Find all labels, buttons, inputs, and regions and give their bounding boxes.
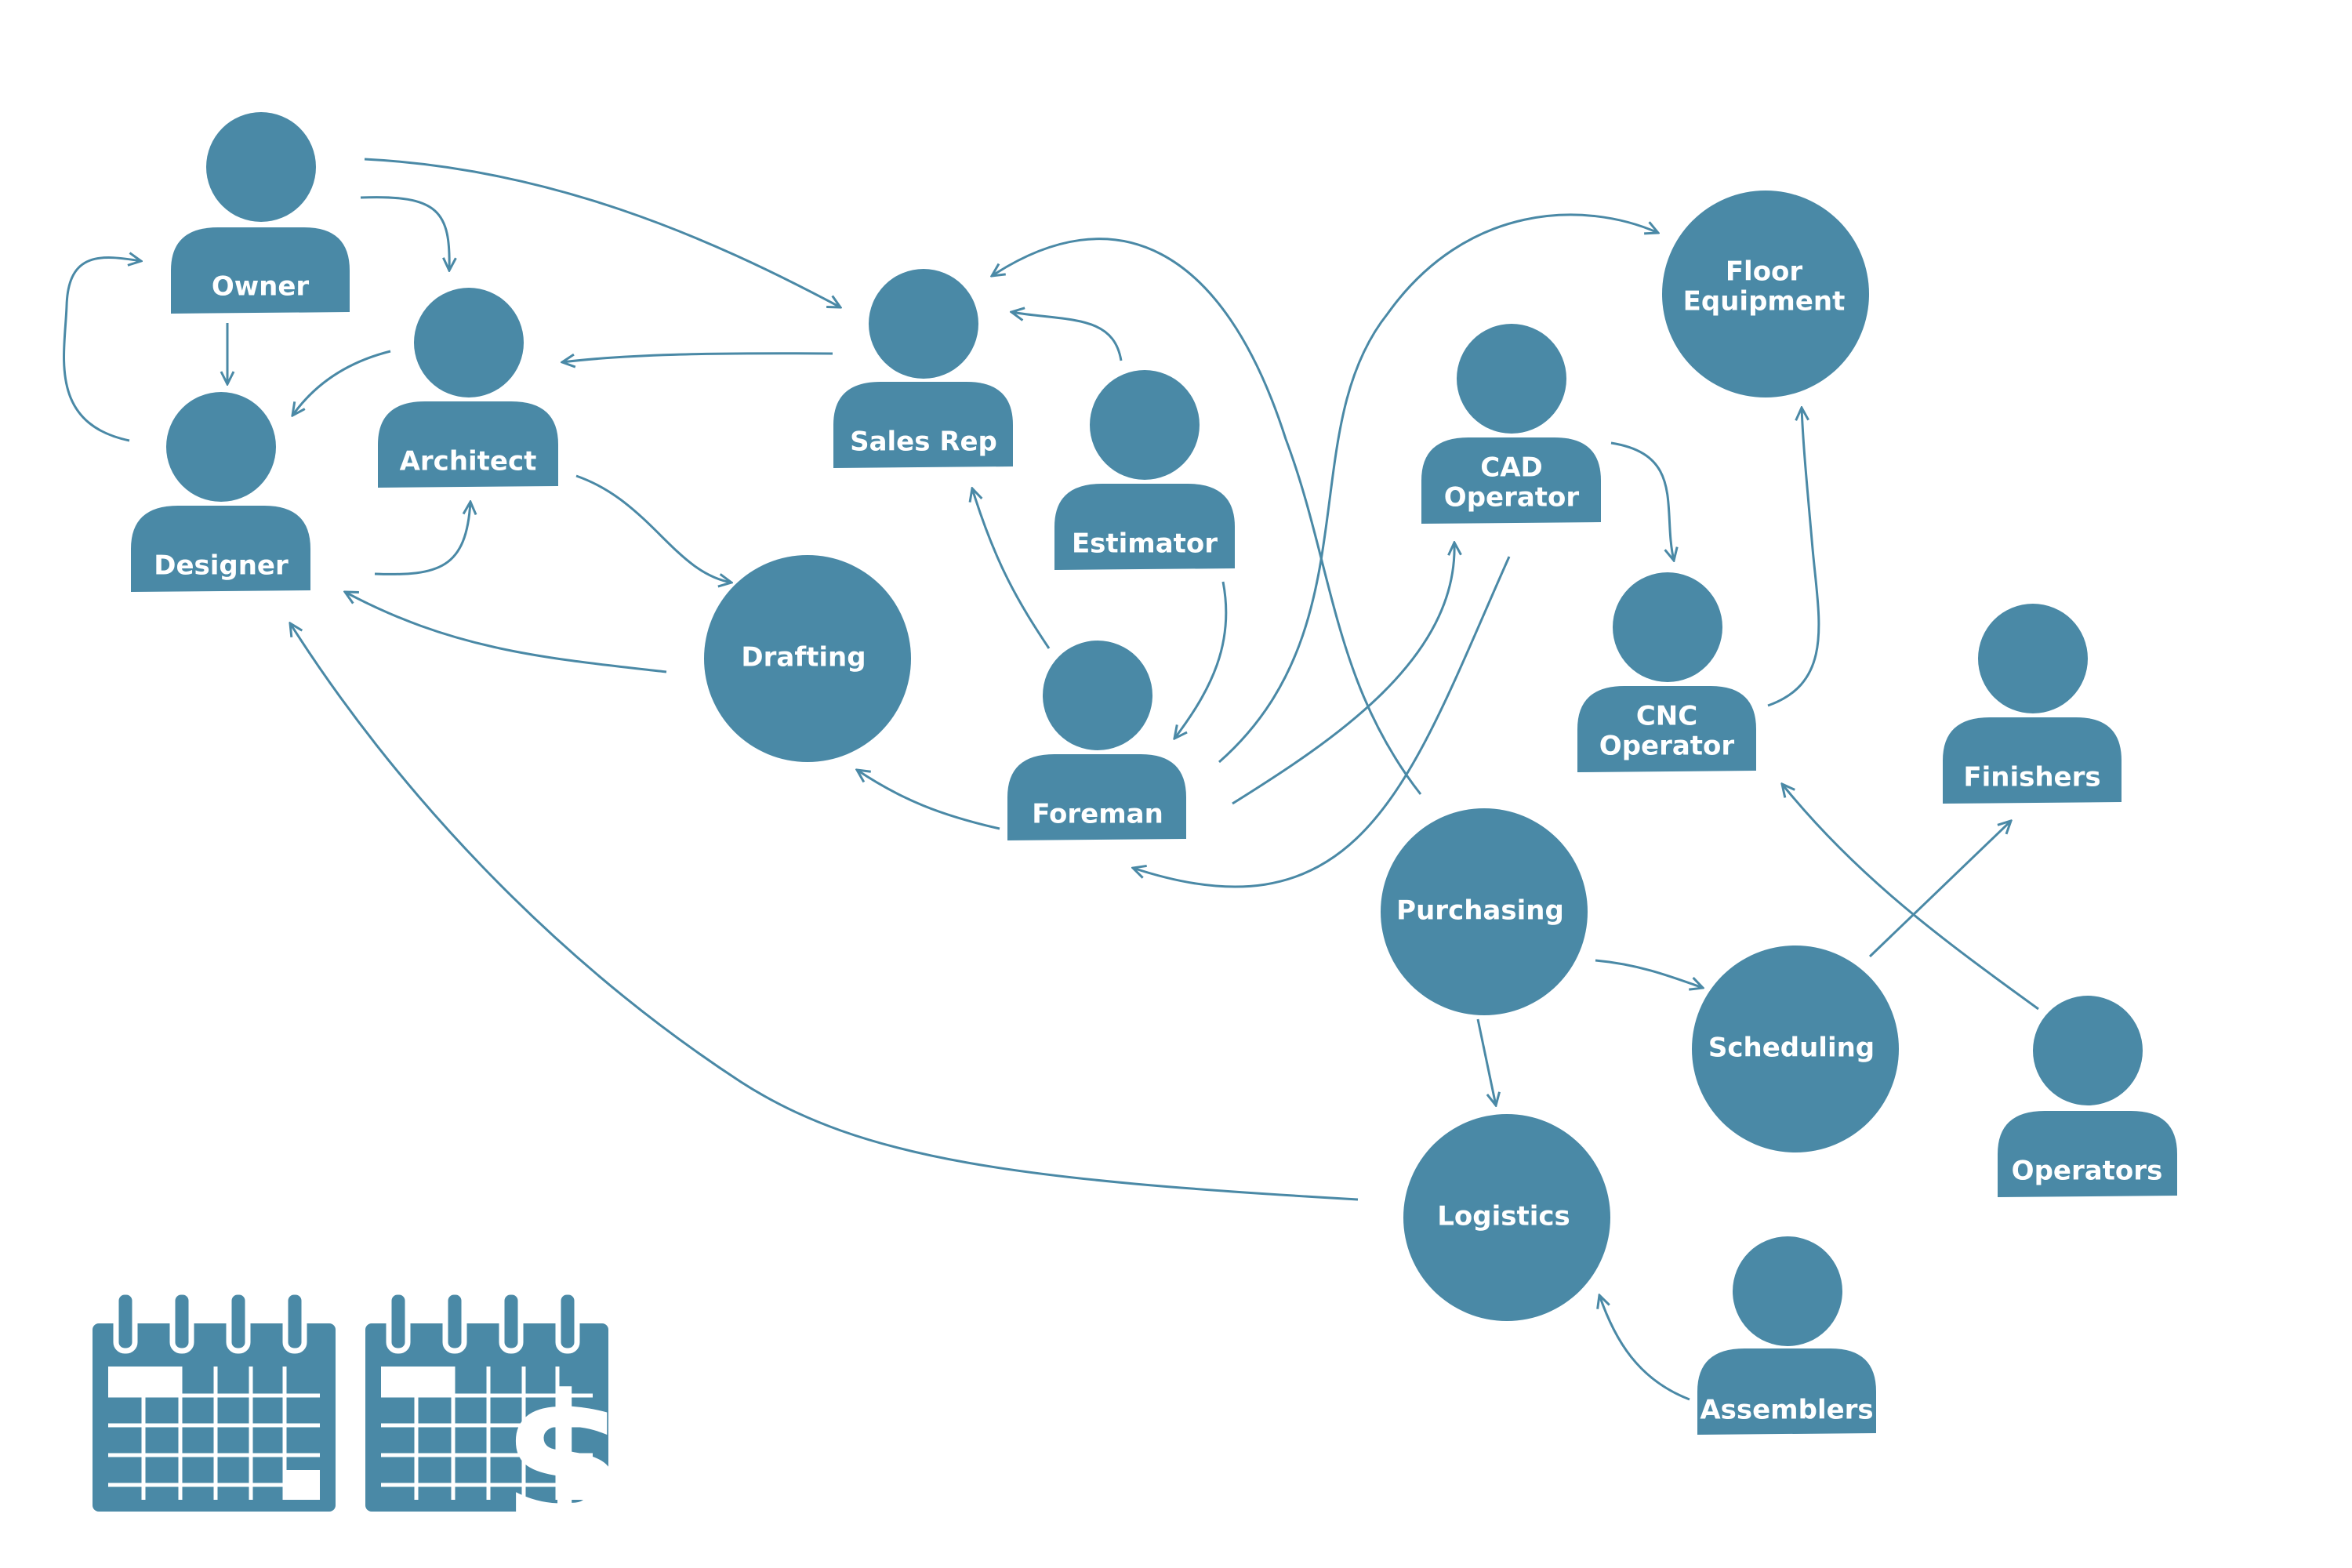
node-label: Operators (2012, 1156, 2163, 1187)
edge-estimator-to-sales-rep (1011, 312, 1123, 361)
money-symbol: $$$ (502, 1357, 878, 1566)
edge-cad-operator-to-foreman (1133, 556, 1511, 888)
edge-sales-rep-to-architect (562, 352, 833, 362)
person-icon-body (1421, 437, 1601, 524)
person-icon-body (833, 382, 1013, 468)
edge-architect-to-designer (292, 350, 391, 416)
person-icon (206, 112, 316, 222)
person-icon-body (1577, 686, 1756, 772)
edge-scheduling-to-finishers (1868, 821, 2011, 958)
edge-foreman-to-drafting (857, 770, 1000, 830)
node-scheduling[interactable]: Scheduling (1692, 946, 1899, 1152)
person-icon (2033, 996, 2143, 1105)
node-operators[interactable]: Operators (1998, 996, 2177, 1197)
edge-cad-operator-to-cnc-operator (1610, 441, 1674, 561)
node-label: CAD (1480, 452, 1543, 484)
edge-cnc-operator-to-floor-equipment (1767, 408, 1820, 707)
person-icon-body (131, 506, 310, 592)
node-logistics[interactable]: Logistics (1403, 1114, 1610, 1321)
process-circle (1381, 808, 1588, 1015)
node-label: Finishers (1963, 762, 2100, 793)
person-icon-body (1943, 717, 2122, 804)
person-icon-body (1998, 1111, 2177, 1197)
edge-estimator-to-foreman (1174, 581, 1228, 739)
person-icon (1090, 370, 1200, 480)
edge-architect-to-drafting (575, 474, 731, 583)
person-icon (869, 269, 978, 379)
node-label: Operator (1444, 482, 1580, 514)
node-architect[interactable]: Architect (378, 288, 558, 488)
person-icon-body (171, 227, 350, 314)
node-designer[interactable]: Designer (131, 392, 310, 592)
node-label: Sales Rep (850, 426, 997, 458)
node-foreman[interactable]: Foreman (1007, 641, 1186, 840)
node-label: Equipment (1683, 286, 1846, 318)
node-floor-equipment[interactable]: Floor Equipment (1662, 191, 1869, 397)
node-label: Floor (1726, 256, 1803, 288)
node-purchasing[interactable]: Purchasing (1381, 808, 1588, 1015)
edge-purchasing-to-logistics (1476, 1018, 1496, 1105)
person-icon (166, 392, 276, 502)
edge-logistics-to-designer (290, 623, 1359, 1201)
person-icon (1043, 641, 1152, 750)
edge-purchasing-to-scheduling (1595, 959, 1703, 988)
node-label: CNC (1636, 701, 1697, 732)
edge-drafting-to-designer (345, 592, 667, 673)
edge-assemblers-to-logistics (1599, 1295, 1690, 1401)
node-sales-rep[interactable]: Sales Rep (833, 269, 1013, 468)
edge-foreman-to-sales-rep (972, 488, 1051, 649)
node-label: Operator (1599, 731, 1735, 762)
person-icon (1978, 604, 2088, 713)
node-label: Foreman (1032, 799, 1163, 830)
edge-foreman-to-floor-equipment (1218, 213, 1658, 764)
node-drafting[interactable]: Drafting (704, 555, 911, 762)
edge-designer-to-owner (63, 258, 141, 442)
node-finishers[interactable]: Finishers (1943, 604, 2122, 804)
edge-owner-to-sales-rep (364, 158, 840, 307)
edge-designer-to-architect (374, 502, 470, 575)
node-label: Drafting (741, 642, 866, 673)
edge-foreman-to-cad-operator (1232, 543, 1454, 805)
calendar-icon (93, 1292, 336, 1512)
node-label: Architect (400, 446, 537, 477)
process-circle (1403, 1114, 1610, 1321)
person-icon (1457, 324, 1566, 434)
person-icon (1613, 572, 1722, 682)
process-circle (1662, 191, 1869, 397)
process-circle (704, 555, 911, 762)
edge-operators-to-cnc-operator (1782, 784, 2039, 1011)
person-icon-body (1054, 484, 1235, 570)
node-label: Estimator (1072, 528, 1218, 560)
node-cad-operator[interactable]: CAD Operator (1421, 324, 1601, 524)
person-icon (1733, 1236, 1842, 1346)
edge-purchasing-to-sales-rep (992, 238, 1422, 795)
node-assemblers[interactable]: Assemblers (1697, 1236, 1876, 1435)
node-estimator[interactable]: Estimator (1054, 370, 1235, 570)
edge-owner-to-architect (360, 196, 449, 270)
edges (63, 158, 2039, 1401)
node-label: Assemblers (1700, 1395, 1873, 1426)
person-icon-body (1697, 1348, 1876, 1435)
process-circle (1692, 946, 1899, 1152)
node-owner[interactable]: Owner (171, 112, 350, 314)
node-label: Scheduling (1708, 1033, 1875, 1064)
node-label: Logistics (1437, 1201, 1570, 1232)
person-icon-body (378, 401, 558, 488)
node-label: Designer (154, 550, 289, 582)
node-label: Purchasing (1396, 895, 1564, 927)
node-label: Owner (212, 271, 310, 303)
person-icon (414, 288, 524, 397)
person-icon-body (1007, 754, 1186, 840)
node-cnc-operator[interactable]: CNC Operator (1577, 572, 1756, 772)
